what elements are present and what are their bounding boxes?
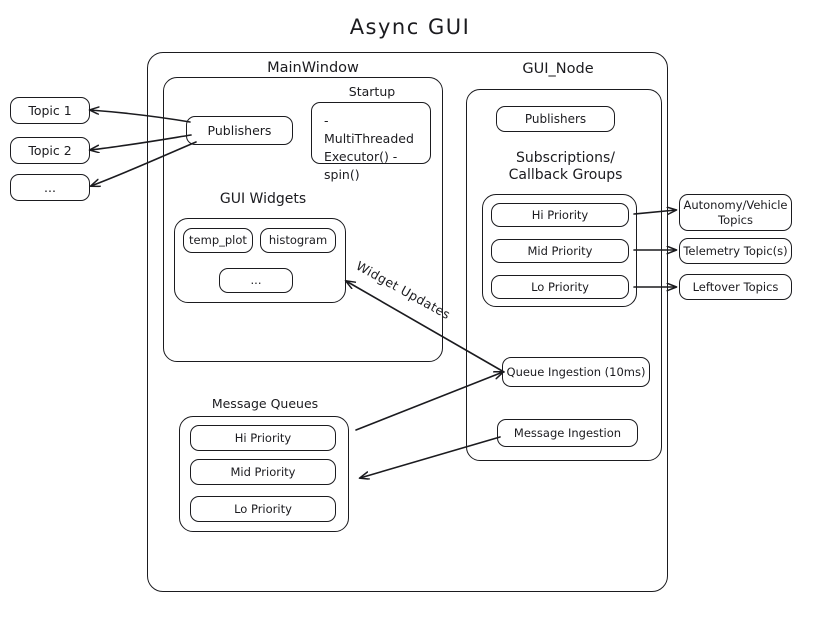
gui-widgets-container (174, 218, 346, 303)
gui-widgets-label: GUI Widgets (219, 191, 307, 207)
message-queues-label: Message Queues (211, 396, 319, 411)
subscription-box-mid-priority[interactable]: Mid Priority (491, 239, 629, 263)
queue-label: Mid Priority (230, 464, 296, 479)
queue-ingestion-box[interactable]: Queue Ingestion (10ms) (502, 357, 650, 387)
subscription-label: Hi Priority (531, 207, 589, 222)
main-window-label: MainWindow (267, 60, 359, 76)
gui-node-publishers-box[interactable]: Publishers (496, 106, 615, 132)
startup-items: - MultiThreaded Executor() - spin() (324, 113, 414, 183)
main-window-publishers-box[interactable]: Publishers (186, 116, 293, 145)
right-topic-label: Leftover Topics (692, 279, 779, 294)
widget-label: temp_plot (189, 233, 247, 248)
left-topic-box-2[interactable]: Topic 2 (10, 137, 90, 164)
subscription-box-lo-priority[interactable]: Lo Priority (491, 275, 629, 299)
subscriptions-callback-groups-label: Subscriptions/ Callback Groups (508, 150, 623, 184)
startup-label: Startup (348, 84, 396, 99)
message-queues-container (179, 416, 349, 532)
gui-node-label: GUI_Node (522, 61, 594, 77)
queue-label: Hi Priority (234, 430, 292, 445)
subscription-label: Mid Priority (527, 243, 593, 258)
right-topic-label: Autonomy/Vehicle Topics (683, 198, 788, 227)
gui-node-container (466, 89, 662, 461)
right-topic-box-telemetry[interactable]: Telemetry Topic(s) (679, 238, 792, 264)
widget-label: ... (250, 273, 262, 288)
message-ingestion-box[interactable]: Message Ingestion (497, 419, 638, 447)
queue-label: Lo Priority (234, 501, 292, 516)
message-queue-box-mid-priority[interactable]: Mid Priority (190, 459, 336, 485)
message-queue-box-hi-priority[interactable]: Hi Priority (190, 425, 336, 451)
subscriptions-container (482, 194, 637, 307)
startup-box: - MultiThreaded Executor() - spin() (311, 102, 431, 182)
queue-ingestion-label: Queue Ingestion (10ms) (506, 364, 646, 379)
publishers-label: Publishers (524, 111, 587, 126)
left-topic-label: Topic 1 (28, 102, 72, 118)
async-gui-outer-frame (147, 52, 668, 592)
left-topic-label: ... (44, 179, 56, 195)
publishers-label: Publishers (207, 122, 272, 138)
subscription-box-hi-priority[interactable]: Hi Priority (491, 203, 629, 227)
main-window-container (163, 77, 443, 362)
subscription-label: Lo Priority (531, 279, 589, 294)
left-topic-label: Topic 2 (28, 142, 72, 158)
left-topic-box-3[interactable]: ... (10, 174, 90, 201)
right-topic-box-autonomy-vehicle[interactable]: Autonomy/Vehicle Topics (679, 194, 792, 231)
message-queue-box-lo-priority[interactable]: Lo Priority (190, 496, 336, 522)
widget-box-histogram[interactable]: histogram (260, 228, 336, 253)
widget-box-more[interactable]: ... (219, 268, 293, 293)
widget-box-temp-plot[interactable]: temp_plot (183, 228, 253, 253)
diagram-title: Async GUI (349, 15, 471, 39)
right-topic-label: Telemetry Topic(s) (683, 243, 788, 258)
message-ingestion-label: Message Ingestion (513, 425, 622, 440)
left-topic-box-1[interactable]: Topic 1 (10, 97, 90, 124)
widget-label: histogram (268, 233, 328, 248)
right-topic-box-leftover[interactable]: Leftover Topics (679, 274, 792, 300)
